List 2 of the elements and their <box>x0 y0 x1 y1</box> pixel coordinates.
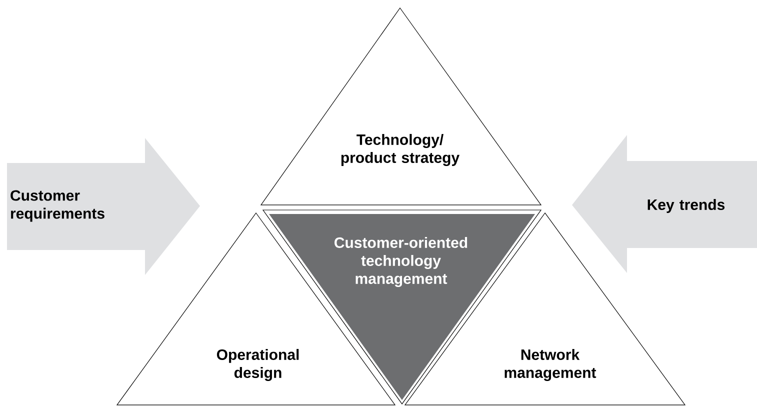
arrow-shaped-box: Key trends <box>572 135 757 273</box>
arrow-shaped-box: Customer requirements <box>7 138 200 275</box>
